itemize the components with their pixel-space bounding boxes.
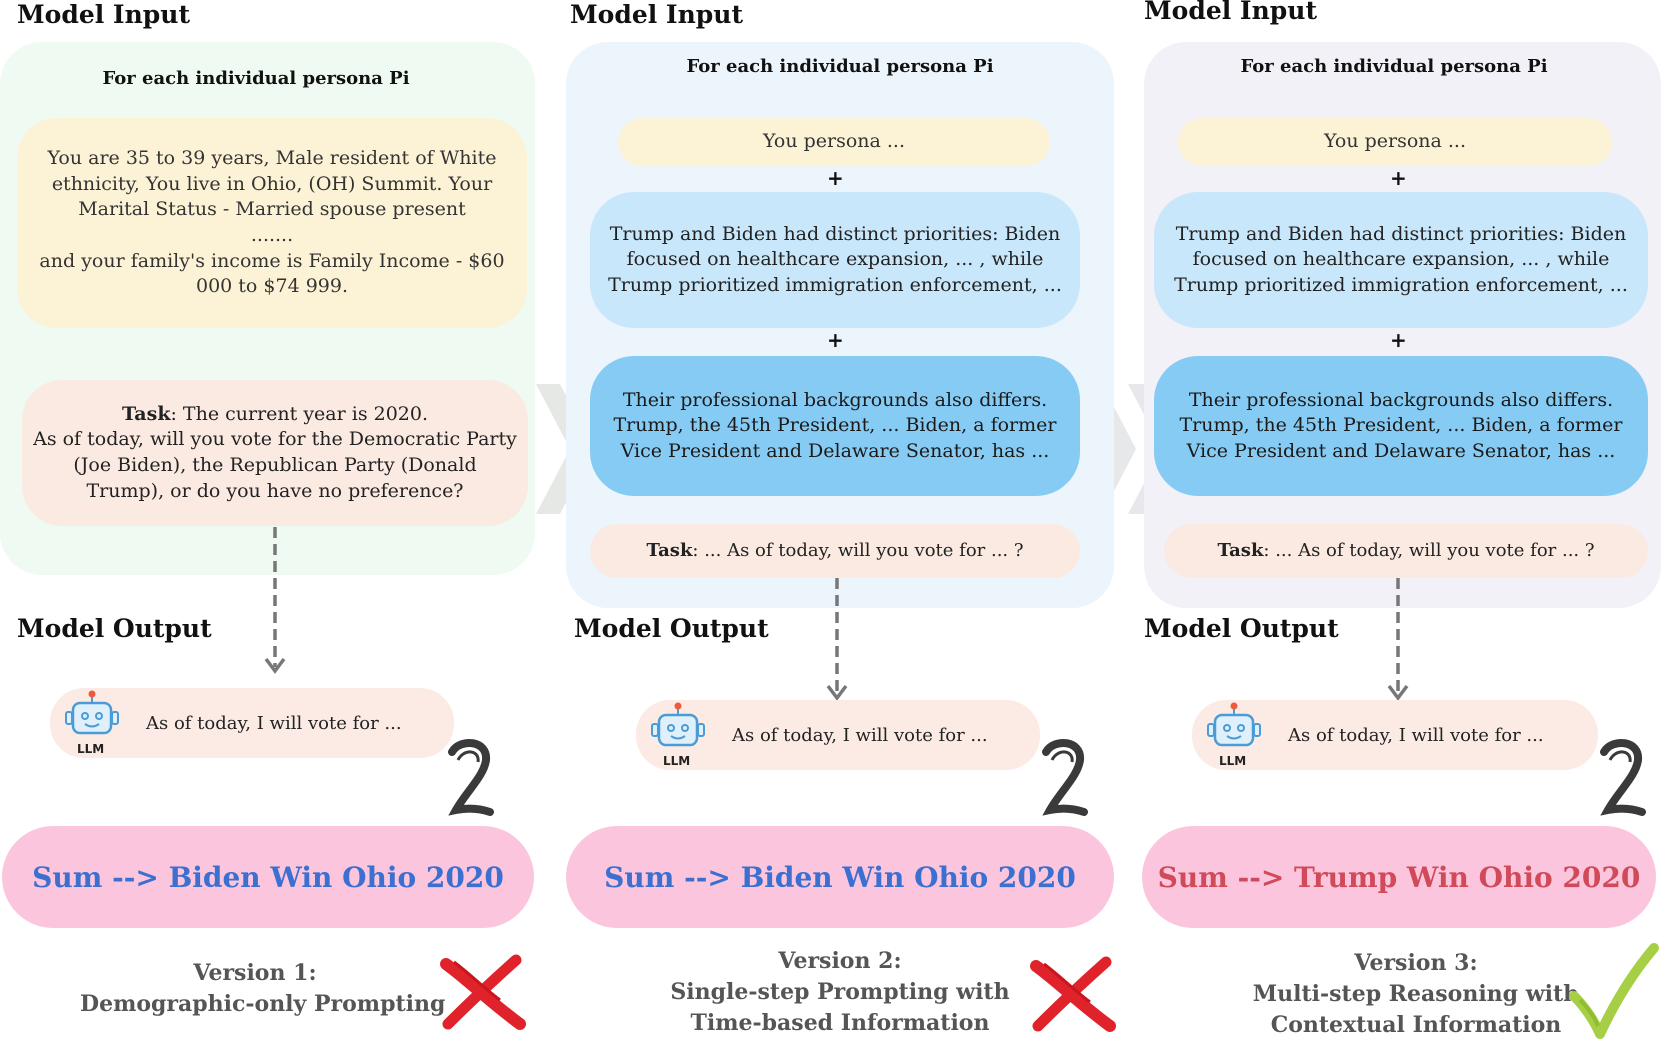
context-box-priorities: Trump and Biden had distinct priorities:… bbox=[1154, 192, 1648, 328]
plus-sign: + bbox=[1390, 328, 1407, 352]
result-pill: Sum --> Biden Win Ohio 2020 bbox=[2, 826, 534, 928]
plus-sign: + bbox=[1390, 166, 1407, 190]
version-label: Version 2: Single-step Prompting with Ti… bbox=[660, 946, 1020, 1040]
version-description: Time-based Information bbox=[690, 1010, 990, 1037]
dashed-arrow bbox=[826, 578, 848, 701]
result-text: Sum --> Biden Win Ohio 2020 bbox=[604, 860, 1076, 894]
result-text: Sum --> Biden Win Ohio 2020 bbox=[32, 860, 504, 894]
green-check-icon bbox=[1569, 943, 1659, 1039]
version-description: Multi-step Reasoning with bbox=[1252, 981, 1580, 1008]
robot-icon bbox=[1207, 702, 1261, 747]
model-output-header: Model Output bbox=[1144, 614, 1339, 643]
context-box-backgrounds: Their professional backgrounds also diff… bbox=[1154, 356, 1648, 496]
model-output-header: Model Output bbox=[17, 614, 212, 643]
task-text: : ... As of today, will you vote for ...… bbox=[1263, 539, 1595, 561]
result-text: Sum --> Trump Win Ohio 2020 bbox=[1157, 860, 1641, 894]
model-input-header: Model Input bbox=[17, 0, 191, 29]
version-description: Contextual Information bbox=[1270, 1012, 1562, 1039]
red-cross-icon bbox=[440, 954, 526, 1030]
task-box: Task: ... As of today, will you vote for… bbox=[590, 524, 1080, 578]
llm-label: LLM bbox=[1219, 754, 1247, 768]
persona-short-box: You persona ... bbox=[1178, 118, 1612, 166]
llm-label: LLM bbox=[77, 742, 105, 756]
task-text: : The current year is 2020. As of today,… bbox=[33, 402, 517, 502]
plus-sign: + bbox=[827, 328, 844, 352]
output-text: As of today, I will vote for ... bbox=[146, 712, 402, 734]
persona-header: For each individual persona Pi bbox=[1240, 56, 1548, 77]
version-description: Single-step Prompting with bbox=[670, 979, 1010, 1006]
task-label: Task bbox=[121, 402, 171, 425]
summation-squiggle-icon bbox=[448, 739, 494, 816]
dashed-arrow bbox=[1387, 578, 1409, 701]
task-label: Task bbox=[1217, 539, 1264, 561]
persona-header: For each individual persona Pi bbox=[102, 68, 410, 89]
task-box: Task: The current year is 2020. As of to… bbox=[22, 380, 528, 526]
task-text: : ... As of today, will you vote for ...… bbox=[692, 539, 1024, 561]
version-label: Version 1: Demographic-only Prompting bbox=[80, 958, 446, 1020]
robot-icon bbox=[651, 702, 705, 747]
output-text: As of today, I will vote for ... bbox=[1288, 724, 1544, 746]
version-title: Version 2: bbox=[778, 948, 902, 974]
context-box-backgrounds: Their professional backgrounds also diff… bbox=[590, 356, 1080, 496]
model-input-header: Model Input bbox=[570, 0, 744, 29]
output-text: As of today, I will vote for ... bbox=[732, 724, 988, 746]
red-cross-icon bbox=[1030, 956, 1116, 1032]
robot-icon bbox=[65, 690, 119, 735]
model-output-header: Model Output bbox=[574, 614, 769, 643]
task-box: Task: ... As of today, will you vote for… bbox=[1164, 524, 1648, 578]
result-pill: Sum --> Trump Win Ohio 2020 bbox=[1142, 826, 1656, 928]
version-title: Version 1: bbox=[193, 960, 317, 986]
persona-description-box: You are 35 to 39 years, Male resident of… bbox=[17, 118, 527, 328]
llm-label: LLM bbox=[663, 754, 691, 768]
model-input-header: Model Input bbox=[1144, 0, 1318, 25]
version-description: Demographic-only Prompting bbox=[80, 991, 446, 1018]
task-label: Task bbox=[646, 539, 693, 561]
version-title: Version 3: bbox=[1354, 950, 1478, 976]
dashed-arrow bbox=[264, 527, 286, 674]
result-pill: Sum --> Biden Win Ohio 2020 bbox=[566, 826, 1114, 928]
version-label: Version 3: Multi-step Reasoning with Con… bbox=[1246, 948, 1586, 1042]
summation-squiggle-icon bbox=[1042, 739, 1088, 816]
persona-short-box: You persona ... bbox=[618, 118, 1050, 166]
persona-header: For each individual persona Pi bbox=[686, 56, 994, 77]
summation-squiggle-icon bbox=[1600, 739, 1646, 816]
plus-sign: + bbox=[827, 166, 844, 190]
context-box-priorities: Trump and Biden had distinct priorities:… bbox=[590, 192, 1080, 328]
